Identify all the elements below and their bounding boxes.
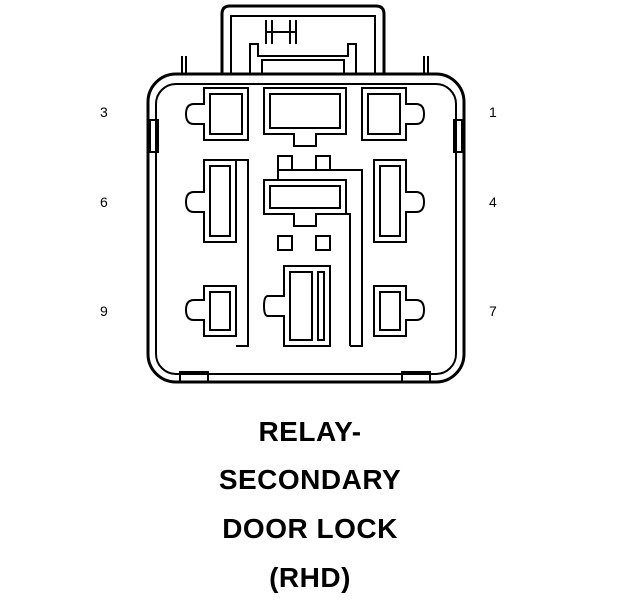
connector-latch bbox=[181, 4, 429, 74]
pin-label-7: 7 bbox=[489, 303, 497, 319]
terminal-center-bottom bbox=[262, 265, 331, 347]
terminal-pin-3 bbox=[184, 87, 249, 141]
pin-label-1: 1 bbox=[489, 104, 497, 120]
connector-body bbox=[146, 72, 466, 384]
caption-line-2: SECONDARY bbox=[218, 464, 402, 495]
terminal-pin-4 bbox=[373, 159, 426, 243]
caption-line-1: RELAY- bbox=[258, 416, 362, 447]
caption-line-4: (RHD) bbox=[269, 562, 351, 593]
terminal-pin-1 bbox=[361, 87, 426, 141]
pin-label-4: 4 bbox=[489, 194, 497, 210]
terminal-pin-7 bbox=[373, 285, 426, 337]
caption-line-3: DOOR LOCK bbox=[222, 513, 398, 544]
pin-label-3: 3 bbox=[100, 104, 108, 120]
terminal-pin-6 bbox=[184, 159, 249, 347]
pin-label-9: 9 bbox=[100, 303, 108, 319]
pin-label-6: 6 bbox=[100, 194, 108, 210]
terminal-center-middle bbox=[263, 155, 363, 347]
terminal-center-top bbox=[263, 87, 347, 147]
terminal-pin-9 bbox=[184, 285, 237, 337]
